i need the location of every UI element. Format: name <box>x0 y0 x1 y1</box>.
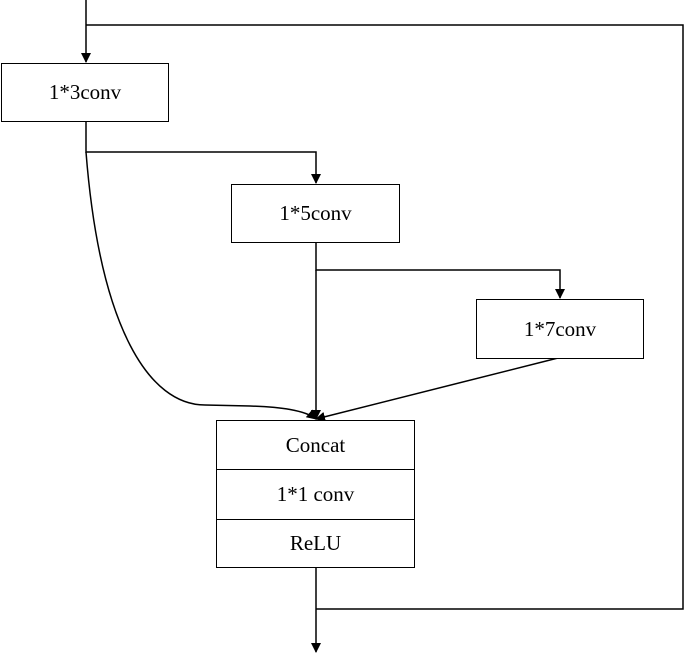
concat-cell: Concat <box>217 421 414 469</box>
relu-label: ReLU <box>289 531 342 555</box>
conv5-to-conv7-arrow <box>315 242 565 299</box>
pointwise-conv-label: 1*1 conv <box>276 482 355 506</box>
conv-1x3-label: 1*3conv <box>48 80 122 104</box>
conv3-to-conv5-arrow <box>85 121 321 184</box>
conv-1x5-label: 1*5conv <box>279 201 352 225</box>
conv-1x7-block: 1*7conv <box>476 299 644 359</box>
residual-skip-connection <box>86 24 684 610</box>
pointwise-conv-cell: 1*1 conv <box>217 469 414 519</box>
conv-1x5-block: 1*5conv <box>231 184 400 243</box>
fusion-stack: Concat 1*1 conv ReLU <box>216 420 415 568</box>
conv7-to-concat-arrow <box>315 357 559 422</box>
conv-1x7-label: 1*7conv <box>523 316 597 341</box>
concat-label: Concat <box>285 432 346 457</box>
conv3-to-concat-curve <box>85 151 317 420</box>
relu-cell: ReLU <box>217 519 414 567</box>
conv-1x3-block: 1*3conv <box>1 63 169 122</box>
